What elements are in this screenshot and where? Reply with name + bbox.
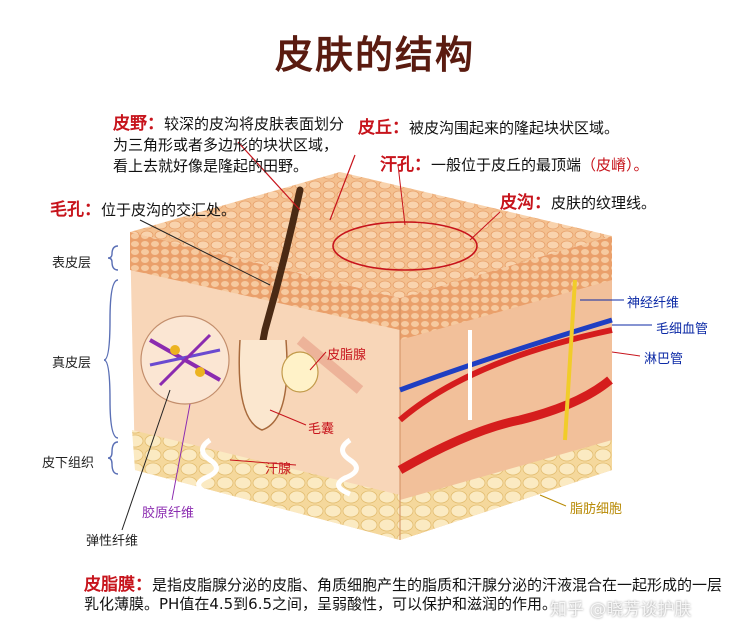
term-pi-gou: 皮沟： bbox=[500, 193, 551, 213]
text-pi-qiu: 被皮沟围起来的隆起块状区域。 bbox=[409, 119, 620, 137]
text-mao-kong: 位于皮沟的交汇处。 bbox=[101, 201, 237, 219]
term-sebum-film: 皮脂膜： bbox=[84, 575, 152, 595]
label-dermis: 真皮层 bbox=[52, 356, 92, 371]
annotation-pi-gou: 皮沟：皮肤的纹理线。 bbox=[500, 193, 656, 214]
label-fat-cell: 脂肪细胞 bbox=[570, 502, 623, 517]
label-nerve-fiber: 神经纤维 bbox=[627, 296, 680, 311]
label-epidermis: 表皮层 bbox=[52, 256, 92, 271]
text-han-kong: 一般位于皮丘的最顶端 bbox=[431, 156, 582, 174]
sweat-gland-coil-right bbox=[336, 437, 359, 497]
term-pi-ye: 皮野： bbox=[113, 114, 164, 134]
page-title: 皮肤的结构 bbox=[274, 33, 475, 77]
arrector-muscle bbox=[296, 336, 364, 394]
front-fat bbox=[132, 430, 400, 540]
bottom-note: 皮脂膜：是指皮脂腺分泌的皮脂、角质细胞产生的脂质和汗腺分泌的汗液混合在一起形成的… bbox=[84, 576, 724, 614]
annotation-han-kong: 汗孔：一般位于皮丘的最顶端（皮嵴）。 bbox=[380, 155, 649, 176]
term-han-kong: 汗孔： bbox=[380, 155, 431, 175]
skin-surface bbox=[130, 172, 612, 298]
label-hair-follicle: 毛囊 bbox=[308, 422, 335, 437]
label-capillary: 毛细血管 bbox=[656, 322, 709, 337]
sebaceous-gland-shape bbox=[281, 351, 319, 393]
artery-2 bbox=[398, 327, 613, 423]
brace-hypodermis bbox=[107, 441, 119, 475]
right-epidermis bbox=[400, 236, 612, 340]
brace-epidermis bbox=[107, 245, 119, 271]
label-sebaceous-gland: 皮脂腺 bbox=[327, 348, 367, 363]
text-pi-ye: 较深的皮沟将皮肤表面划分为三角形或者多边形的块状区域，看上去就好像是隆起的田野。 bbox=[113, 115, 345, 175]
annotation-pi-qiu: 皮丘：被皮沟围起来的隆起块状区域。 bbox=[358, 118, 619, 139]
sweat-gland-coil-left bbox=[196, 437, 219, 497]
annotation-mao-kong: 毛孔：位于皮沟的交汇处。 bbox=[50, 200, 236, 221]
paren-open: （ bbox=[581, 156, 597, 174]
text-pi-gou: 皮肤的纹理线。 bbox=[551, 194, 657, 212]
label-hypodermis: 皮下组织 bbox=[42, 456, 95, 471]
label-elastic-fiber: 弹性纤维 bbox=[86, 534, 139, 549]
right-fat bbox=[400, 440, 612, 540]
front-epidermis bbox=[130, 232, 400, 330]
brace-dermis bbox=[103, 279, 119, 439]
text-sebum-film: 是指皮脂腺分泌的皮脂、角质细胞产生的脂质和汗腺分泌的汗液混合在一起形成的一层乳化… bbox=[84, 576, 723, 613]
vein bbox=[399, 317, 613, 393]
annotation-pi-ye: 皮野：较深的皮沟将皮肤表面划分为三角形或者多边形的块状区域，看上去就好像是隆起的… bbox=[113, 114, 345, 177]
watermark: 知乎 @晓芳谈护肤 bbox=[550, 600, 692, 620]
highlight-pi-ji: 皮嵴 bbox=[596, 156, 627, 174]
paren-close: ）。 bbox=[626, 156, 649, 174]
label-collagen-fiber: 胶原纤维 bbox=[142, 506, 195, 521]
nerve bbox=[563, 279, 577, 441]
term-pi-qiu: 皮丘： bbox=[358, 118, 409, 138]
label-sweat-gland: 汗腺 bbox=[265, 462, 292, 477]
label-lymph-vessel: 淋巴管 bbox=[644, 352, 684, 367]
artery bbox=[397, 376, 613, 474]
term-mao-kong: 毛孔： bbox=[50, 200, 101, 220]
